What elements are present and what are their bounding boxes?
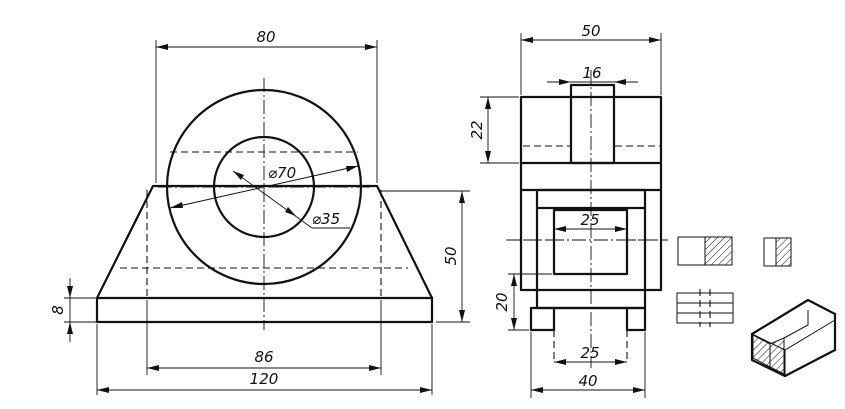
- dim-side-40: 40: [578, 372, 597, 390]
- sketch-block-a: [677, 236, 733, 266]
- dim-50: 50: [442, 246, 460, 265]
- side-view: 50 16 22 25 20 25 40: [468, 22, 668, 398]
- dim-side-20: 20: [493, 292, 511, 311]
- dim-side-25-bottom: 25: [580, 344, 599, 362]
- side-window: [552, 208, 629, 276]
- sketch-block-b: [763, 237, 792, 267]
- dim-dia-35: ⌀35: [312, 210, 340, 228]
- side-upper-slot: [569, 83, 616, 165]
- dim-side-50: 50: [581, 22, 600, 40]
- dim-86: 86: [254, 348, 273, 366]
- dim-dia-70: ⌀70: [268, 164, 296, 182]
- dim-8: 8: [49, 305, 67, 315]
- front-view: 80 ⌀70 ⌀35 50 8 86 120: [49, 28, 470, 395]
- side-base: [529, 306, 647, 332]
- isometric-sketch: [750, 298, 837, 378]
- dim-120: 120: [250, 370, 279, 388]
- dim-side-16: 16: [582, 64, 601, 82]
- dim-side-25-top: 25: [580, 211, 599, 229]
- sketch-block-c: [676, 289, 734, 327]
- dim-side-22: 22: [468, 120, 486, 139]
- dim-80: 80: [256, 28, 275, 46]
